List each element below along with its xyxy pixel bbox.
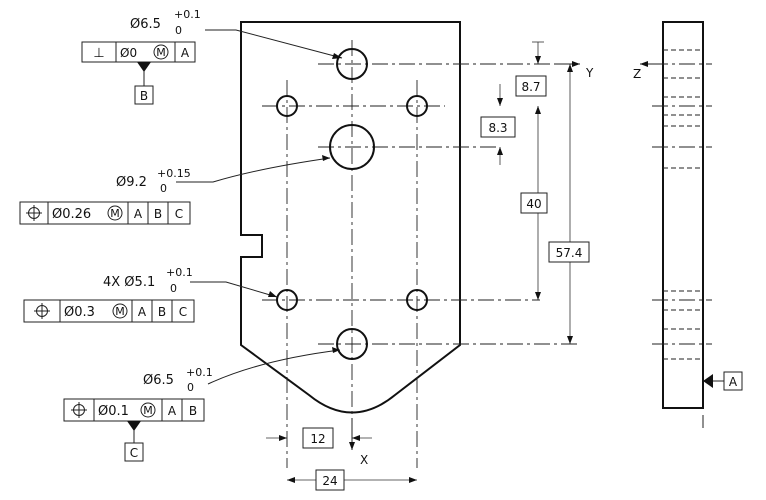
callout-big-hole-diameter: Ø9.2 (116, 175, 147, 190)
dim-8-3-value: 8.3 (488, 121, 507, 135)
axis-y-label: Y (585, 66, 594, 80)
axis-y: Y (555, 61, 594, 80)
callout-top-hole-upper: +0.1 (174, 8, 201, 21)
callout-top-hole-diameter: Ø6.5 (130, 17, 161, 32)
callout-big-hole: Ø9.2 +0.15 0 (116, 167, 191, 195)
mmc-icon (140, 402, 156, 418)
fcf-bottom-modifier: M (143, 404, 153, 417)
axis-x-label: X (360, 453, 368, 467)
center-lines (262, 40, 580, 468)
fcf-perp-modifier: M (156, 46, 166, 59)
hole-lower-right (406, 289, 428, 311)
dim-40: 40 (520, 106, 548, 300)
dim-12: 12 (266, 427, 372, 449)
dim-8-3: 8.3 (480, 84, 516, 165)
callout-bottom-hole: Ø6.5 +0.1 0 (143, 366, 213, 394)
fcf-four-datum-a: A (138, 305, 147, 319)
fcf-big-tolerance: Ø0.26 (52, 207, 91, 222)
fcf-big-datum-c: C (175, 207, 183, 221)
fcf-four-datum-b: B (158, 305, 166, 319)
hole-big (329, 124, 375, 170)
hole-lower-left (276, 289, 298, 311)
mmc-icon (112, 303, 128, 319)
axis-z: Z (633, 61, 663, 81)
side-view (652, 21, 712, 428)
fcf-big-modifier: M (110, 207, 120, 220)
datum-label-a: A (729, 375, 738, 389)
mmc-icon (107, 205, 123, 221)
dim-40-value: 40 (526, 197, 541, 211)
datum-triangle-b (137, 62, 151, 72)
datum-triangle-c (127, 421, 141, 431)
callout-top-hole: Ø6.5 +0.1 0 (130, 8, 201, 37)
hole-bottom (336, 328, 368, 360)
dim-57-4: 57.4 (548, 64, 590, 344)
hole-upper-right (406, 95, 428, 117)
fcf-four-modifier: M (115, 305, 125, 318)
callout-top-hole-lower: 0 (175, 24, 182, 37)
callout-four-holes-lower: 0 (170, 282, 177, 295)
callout-big-hole-lower: 0 (160, 182, 167, 195)
fcf-position-bottom: Ø0.1 M A B C (63, 398, 205, 462)
hole-top (336, 48, 368, 80)
fcf-big-datum-a: A (134, 207, 143, 221)
datum-a-side: A (703, 371, 743, 391)
fcf-position-four: Ø0.3 M A B C (23, 299, 195, 323)
perpendicularity-icon: ⊥ (93, 46, 104, 61)
datum-triangle-a (703, 374, 713, 388)
callout-four-holes: 4X Ø5.1 +0.1 0 (103, 266, 193, 295)
callout-bottom-hole-lower: 0 (187, 381, 194, 394)
fcf-bottom-datum-a: A (168, 404, 177, 418)
hole-upper-left (276, 95, 298, 117)
fcf-bottom-datum-b: B (189, 404, 197, 418)
dim-57-4-value: 57.4 (556, 246, 583, 260)
datum-label-b: B (140, 89, 148, 103)
plate-outline (240, 21, 461, 414)
leaders (176, 29, 343, 385)
fcf-big-datum-b: B (154, 207, 162, 221)
fcf-perp-tolerance: Ø0 (120, 46, 137, 60)
callout-four-holes-upper: +0.1 (166, 266, 193, 279)
dim-24-value: 24 (322, 474, 337, 488)
axis-x: X (349, 418, 368, 467)
fcf-four-datum-c: C (179, 305, 187, 319)
callout-bottom-hole-upper: +0.1 (186, 366, 213, 379)
callout-big-hole-upper: +0.15 (157, 167, 191, 180)
fcf-perpendicularity: ⊥ Ø0 M A B (81, 41, 196, 105)
datum-label-c: C (130, 446, 138, 460)
dim-8-7: 8.7 (515, 41, 547, 97)
fcf-position-big: Ø0.26 M A B C (19, 201, 191, 225)
fcf-perp-datum-a: A (181, 46, 190, 60)
callout-four-holes-diameter: 4X Ø5.1 (103, 275, 155, 290)
callout-bottom-hole-diameter: Ø6.5 (143, 373, 174, 388)
dim-24: 24 (287, 469, 417, 491)
fcf-four-tolerance: Ø0.3 (64, 305, 95, 320)
fcf-bottom-tolerance: Ø0.1 (98, 404, 129, 419)
dim-12-value: 12 (310, 432, 325, 446)
axis-z-label: Z (633, 67, 641, 81)
dim-8-7-value: 8.7 (521, 80, 540, 94)
mmc-icon (153, 44, 169, 60)
